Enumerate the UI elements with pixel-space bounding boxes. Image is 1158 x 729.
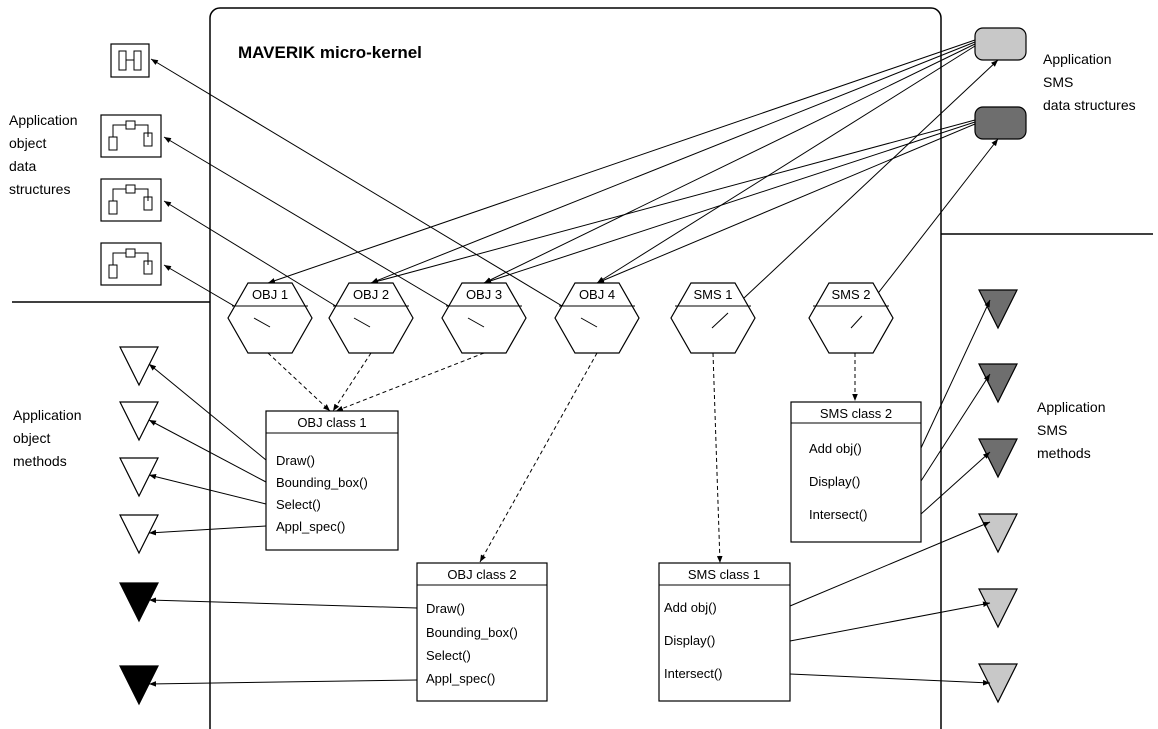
object-method-triangle <box>119 457 159 498</box>
label-app-sms-methods: Application SMS methods <box>1037 399 1106 461</box>
method-draw: Draw() <box>426 601 465 616</box>
method-add-obj: Add obj() <box>809 441 862 456</box>
object-method-triangle <box>119 514 159 555</box>
svg-text:SMS: SMS <box>1043 74 1073 90</box>
object-data-icon <box>100 114 162 158</box>
sms-data-block-light <box>974 27 1027 61</box>
obj-class-1-box: OBJ class 1 Draw() Bounding_box() Select… <box>265 410 399 551</box>
sms-method-triangle <box>978 513 1018 554</box>
method-intersect: Intersect() <box>664 666 723 681</box>
svg-text:data structures: data structures <box>1043 97 1136 113</box>
label-app-object-data: Application object data structures <box>9 112 78 197</box>
object-method-triangle <box>119 665 159 706</box>
svg-text:OBJ 2: OBJ 2 <box>353 287 389 302</box>
svg-text:Application: Application <box>1037 399 1106 415</box>
object-method-triangle <box>119 346 159 387</box>
sms-class-2-box: SMS class 2 Add obj() Display() Intersec… <box>790 401 922 543</box>
label-app-object-methods: Application object methods <box>13 407 82 469</box>
sms-data-block-dark <box>974 106 1027 140</box>
svg-text:object: object <box>13 430 50 446</box>
connection-lines <box>150 39 999 329</box>
svg-text:data: data <box>9 158 36 174</box>
method-intersect: Intersect() <box>809 507 868 522</box>
svg-text:methods: methods <box>13 453 67 469</box>
class-title: OBJ class 1 <box>297 415 366 430</box>
sms-method-triangle <box>978 438 1018 479</box>
dashed-links <box>267 352 858 564</box>
app-object-data-icons <box>100 43 162 286</box>
hex-obj-4: OBJ 4 <box>554 282 640 354</box>
svg-text:methods: methods <box>1037 445 1091 461</box>
svg-text:Application: Application <box>9 112 78 128</box>
sms-class-1-box: SMS class 1 Add obj() Display() Intersec… <box>658 562 791 702</box>
object-method-triangle <box>119 401 159 442</box>
kernel-title: MAVERIK micro-kernel <box>238 43 422 62</box>
method-add-obj: Add obj() <box>664 600 717 615</box>
object-data-icon <box>100 178 162 222</box>
kernel-boundary <box>209 7 942 729</box>
object-data-icon <box>100 242 162 286</box>
hex-inner-lines <box>253 312 863 329</box>
hex-sms-1: SMS 1 <box>670 282 756 354</box>
svg-text:structures: structures <box>9 181 70 197</box>
svg-text:OBJ 3: OBJ 3 <box>466 287 502 302</box>
svg-text:OBJ 1: OBJ 1 <box>252 287 288 302</box>
method-display: Display() <box>664 633 715 648</box>
sms-method-triangle <box>978 363 1018 404</box>
object-data-icon <box>110 43 150 78</box>
svg-text:Application: Application <box>1043 51 1112 67</box>
object-method-triangle <box>119 582 159 623</box>
method-appl-spec: Appl_spec() <box>276 519 345 534</box>
hex-sms-2: SMS 2 <box>808 282 894 354</box>
hexagons: OBJ 1 OBJ 2 OBJ 3 OBJ 4 SMS 1 SMS 2 <box>227 282 894 354</box>
obj-class-2-box: OBJ class 2 Draw() Bounding_box() Select… <box>416 562 548 702</box>
method-appl-spec: Appl_spec() <box>426 671 495 686</box>
svg-text:Application: Application <box>13 407 82 423</box>
hex-obj-3: OBJ 3 <box>441 282 527 354</box>
method-draw: Draw() <box>276 453 315 468</box>
sms-method-triangle <box>978 588 1018 629</box>
sms-method-triangle <box>978 289 1018 330</box>
method-arrows <box>148 299 991 687</box>
method-bounding-box: Bounding_box() <box>276 475 368 490</box>
method-display: Display() <box>809 474 860 489</box>
svg-text:OBJ 4: OBJ 4 <box>579 287 615 302</box>
hex-obj-1: OBJ 1 <box>227 282 313 354</box>
svg-text:SMS 1: SMS 1 <box>693 287 732 302</box>
class-title: SMS class 2 <box>820 406 892 421</box>
hex-obj-2: OBJ 2 <box>328 282 414 354</box>
class-title: SMS class 1 <box>688 567 760 582</box>
svg-text:object: object <box>9 135 46 151</box>
svg-text:SMS 2: SMS 2 <box>831 287 870 302</box>
method-select: Select() <box>426 648 471 663</box>
class-title: OBJ class 2 <box>447 567 516 582</box>
method-select: Select() <box>276 497 321 512</box>
label-app-sms-data: Application SMS data structures <box>1043 51 1136 113</box>
method-bounding-box: Bounding_box() <box>426 625 518 640</box>
svg-text:SMS: SMS <box>1037 422 1067 438</box>
